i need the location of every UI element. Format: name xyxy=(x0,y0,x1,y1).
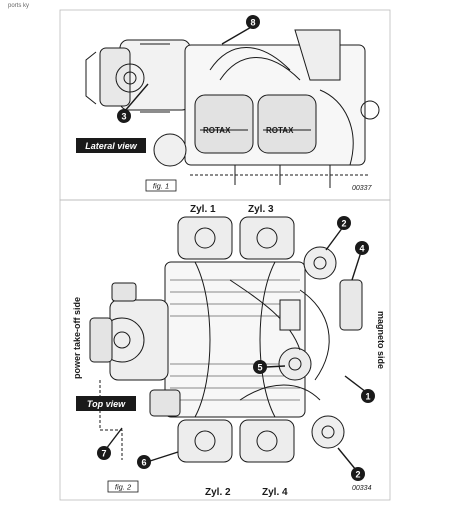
top-frame xyxy=(59,199,391,501)
callout-6: 6 xyxy=(137,451,179,469)
magneto-side-label: magneto side xyxy=(376,311,386,369)
cylinder-heads-drawing xyxy=(177,216,295,463)
engine-block-drawing xyxy=(153,29,380,188)
top-view-banner: Top view xyxy=(76,396,136,411)
svg-text:fig. 1: fig. 1 xyxy=(153,182,169,191)
cylinder-2-label: Zyl. 2 xyxy=(205,487,231,498)
lateral-view-figure: ROTAX ROTAX xyxy=(59,9,391,201)
callout-2-top: 2 xyxy=(325,216,351,251)
top-drawing-code: 00334 xyxy=(352,485,372,492)
svg-text:6: 6 xyxy=(141,458,146,468)
callout-5: 5 xyxy=(253,360,286,374)
valve-cover-brand-left: ROTAX xyxy=(203,126,231,135)
lateral-view-banner: Lateral view xyxy=(76,138,146,153)
cylinder-3-label: Zyl. 3 xyxy=(248,204,274,215)
crankcase-drawing xyxy=(164,261,306,418)
svg-text:fig. 2: fig. 2 xyxy=(115,483,132,492)
svg-text:2: 2 xyxy=(341,219,346,229)
callout-2-bottom: 2 xyxy=(337,447,365,481)
callout-1: 1 xyxy=(344,375,375,403)
svg-text:Top view: Top view xyxy=(87,399,126,409)
top-view-figure xyxy=(59,199,391,501)
callout-4: 4 xyxy=(351,241,369,281)
svg-text:3: 3 xyxy=(121,112,126,122)
fig2-label: fig. 2 xyxy=(107,480,139,493)
magneto-side-drawing xyxy=(229,246,363,449)
valve-cover-brand-right: ROTAX xyxy=(266,126,294,135)
svg-text:Lateral view: Lateral view xyxy=(85,141,138,151)
header-fragment: ports ky xyxy=(8,3,29,9)
cylinder-4-label: Zyl. 4 xyxy=(262,487,288,498)
gearbox-top-drawing xyxy=(89,282,181,460)
cylinder-1-label: Zyl. 1 xyxy=(190,204,216,215)
svg-text:5: 5 xyxy=(257,363,262,373)
callout-8: 8 xyxy=(221,15,260,45)
svg-text:7: 7 xyxy=(101,449,106,459)
lateral-drawing-code: 00337 xyxy=(352,185,373,192)
svg-text:4: 4 xyxy=(359,244,364,254)
gearbox-drawing xyxy=(85,39,191,113)
svg-text:8: 8 xyxy=(250,18,255,28)
svg-text:1: 1 xyxy=(365,392,370,402)
svg-text:2: 2 xyxy=(355,470,360,480)
callout-7: 7 xyxy=(97,427,123,460)
power-take-off-side-label: power take-off side xyxy=(72,297,82,379)
callout-3: 3 xyxy=(117,83,149,123)
fig1-label: fig. 1 xyxy=(145,179,177,192)
